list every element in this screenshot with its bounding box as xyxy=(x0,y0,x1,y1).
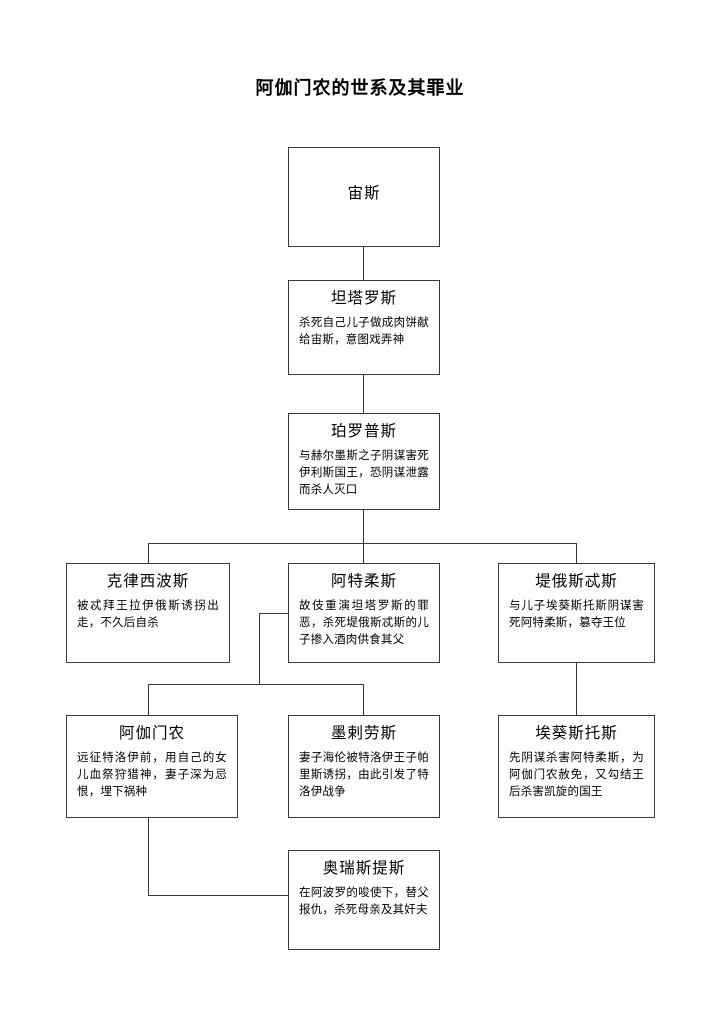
connector-zeus-to-tantalus xyxy=(363,247,364,280)
node-title: 阿特柔斯 xyxy=(330,573,397,590)
connector-atreus-left-exit xyxy=(259,613,288,614)
node-title: 宙斯 xyxy=(347,185,381,202)
connector-agamemnon-to-orestes xyxy=(148,895,289,896)
connector-drop-atreus xyxy=(363,543,364,563)
connector-pelops-stem xyxy=(363,510,364,543)
node-title: 克律西波斯 xyxy=(106,573,190,590)
node-title: 坦塔罗斯 xyxy=(330,290,397,307)
connector-drop-menelaus xyxy=(363,684,364,715)
node-orestes[interactable]: 奥瑞斯提斯 在阿波罗的唆使下，替父报仇，杀死母亲及其奸夫 xyxy=(288,850,440,950)
node-title: 奥瑞斯提斯 xyxy=(322,860,406,877)
connector-tantalus-to-pelops xyxy=(363,375,364,413)
node-description: 妻子海伦被特洛伊王子帕里斯诱拐，由此引发了特洛伊战争 xyxy=(299,751,429,799)
node-description: 被忒拜王拉伊俄斯诱拐出走，不久后自杀 xyxy=(77,599,219,630)
connector-drop-agamemnon xyxy=(148,684,149,715)
connector-thyestes-to-aegisthus xyxy=(576,663,577,715)
node-title: 珀罗普斯 xyxy=(330,423,397,440)
node-description: 先阴谋杀害阿特柔斯，为阿伽门农赦免，又勾结王后杀害凯旋的国王 xyxy=(509,751,644,799)
node-title: 墨剌劳斯 xyxy=(330,725,397,742)
node-description: 杀死自己儿子做成肉饼献给宙斯，意图戏弄神 xyxy=(299,316,429,347)
node-aegisthus[interactable]: 埃葵斯托斯 先阴谋杀害阿特柔斯，为阿伽门农赦免，又勾结王后杀害凯旋的国王 xyxy=(498,715,655,818)
connector-atreus-left-drop xyxy=(259,613,260,685)
node-agamemnon[interactable]: 阿伽门农 远征特洛伊前，用自己的女儿血祭狩猎神，妻子深为忌恨，埋下祸种 xyxy=(66,715,238,818)
node-description: 与赫尔墨斯之子阴谋害死伊利斯国王，恐阴谋泄露而杀人灭口 xyxy=(299,449,429,497)
node-pelops[interactable]: 珀罗普斯 与赫尔墨斯之子阴谋害死伊利斯国王，恐阴谋泄露而杀人灭口 xyxy=(288,413,440,510)
connector-drop-chrysippus xyxy=(148,543,149,563)
connector-drop-thyestes xyxy=(576,543,577,563)
connector-agamemnon-drop xyxy=(148,818,149,895)
node-zeus[interactable]: 宙斯 xyxy=(288,147,440,247)
node-tantalus[interactable]: 坦塔罗斯 杀死自己儿子做成肉饼献给宙斯，意图戏弄神 xyxy=(288,280,440,375)
node-title: 埃葵斯托斯 xyxy=(535,725,618,742)
node-title: 堤俄斯忒斯 xyxy=(535,573,618,590)
node-description: 与儿子埃葵斯托斯阴谋害死阿特柔斯，篡夺王位 xyxy=(509,599,644,630)
page-title: 阿伽门农的世系及其罪业 xyxy=(255,78,465,98)
node-description: 故伎重演坦塔罗斯的罪恶，杀死堤俄斯忒斯的儿子掺入酒肉供食其父 xyxy=(299,599,429,647)
node-description: 远征特洛伊前，用自己的女儿血祭狩猎神，妻子深为忌恨，埋下祸种 xyxy=(77,751,227,799)
connector-pelops-bus xyxy=(148,543,577,544)
node-description: 在阿波罗的唆使下，替父报仇，杀死母亲及其奸夫 xyxy=(299,886,429,917)
node-atreus[interactable]: 阿特柔斯 故伎重演坦塔罗斯的罪恶，杀死堤俄斯忒斯的儿子掺入酒肉供食其父 xyxy=(288,563,440,663)
connector-atreus-bus xyxy=(148,684,364,685)
node-menelaus[interactable]: 墨剌劳斯 妻子海伦被特洛伊王子帕里斯诱拐，由此引发了特洛伊战争 xyxy=(288,715,440,818)
node-thyestes[interactable]: 堤俄斯忒斯 与儿子埃葵斯托斯阴谋害死阿特柔斯，篡夺王位 xyxy=(498,563,655,663)
node-title: 阿伽门农 xyxy=(118,725,185,742)
node-chrysippus[interactable]: 克律西波斯 被忒拜王拉伊俄斯诱拐出走，不久后自杀 xyxy=(66,563,230,663)
